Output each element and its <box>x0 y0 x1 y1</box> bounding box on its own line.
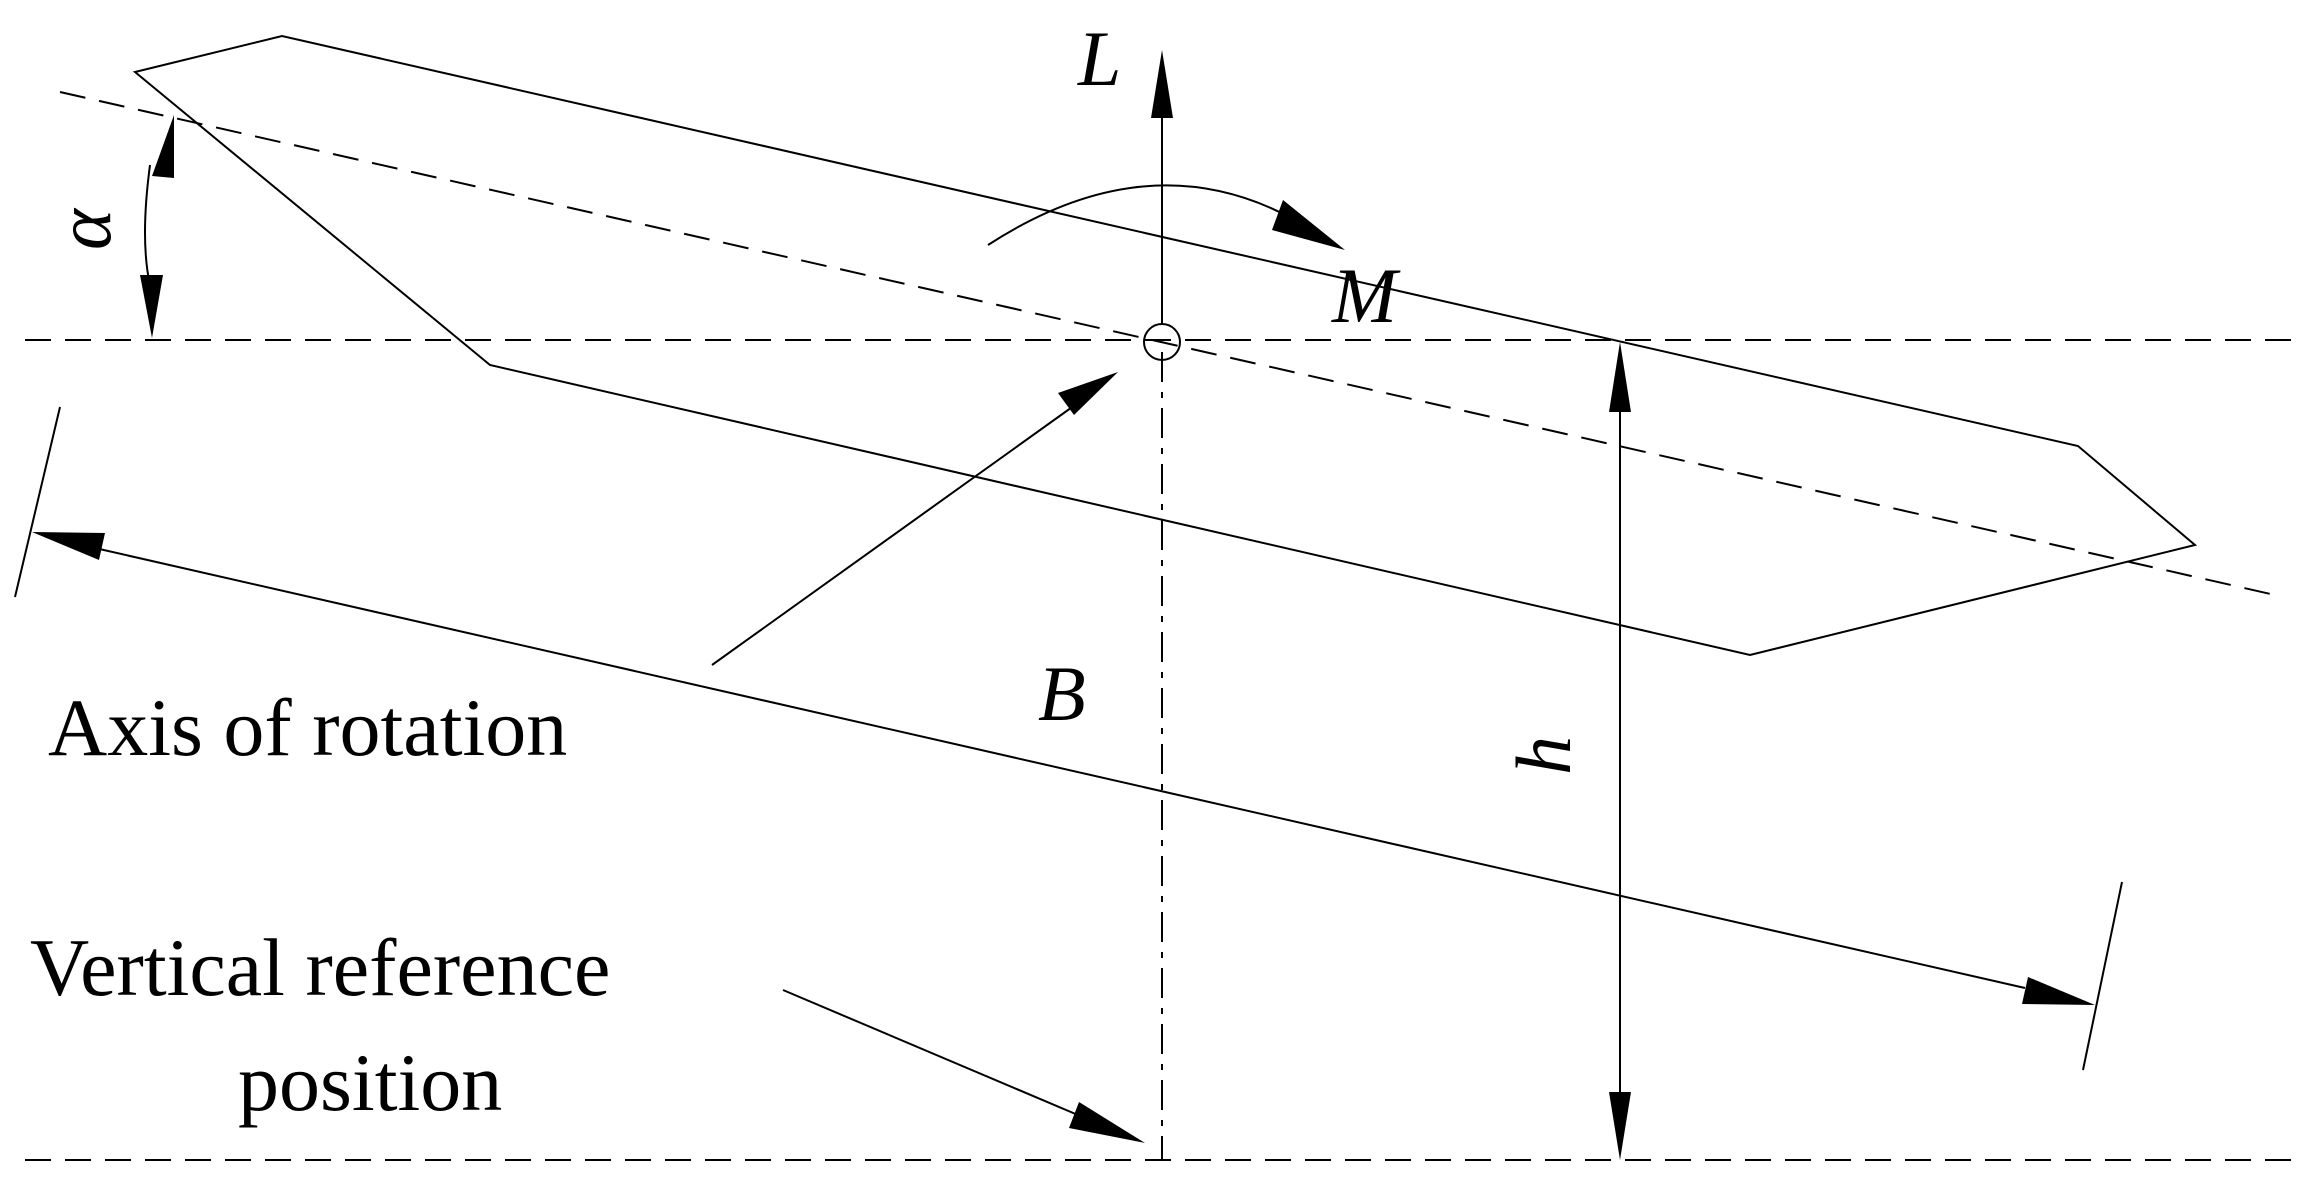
lift-symbol: L <box>1077 15 1121 102</box>
axis-label: Axis of rotation <box>48 682 567 773</box>
deck-section-outline <box>132 34 2198 657</box>
span-dimension <box>14 406 2123 1071</box>
lift-arrow <box>1151 50 1173 324</box>
angle-symbol: α <box>40 207 127 250</box>
angle-arrow <box>140 115 174 338</box>
height-symbol: h <box>1500 736 1587 775</box>
reference-label-line1: Vertical reference <box>30 922 610 1013</box>
chord-line <box>59 91 2276 596</box>
height-dimension <box>1609 342 1631 1160</box>
span-symbol: B <box>1038 650 1086 737</box>
axis-leader <box>711 372 1118 666</box>
reference-leader <box>782 989 1145 1143</box>
moment-symbol: M <box>1331 252 1401 339</box>
reference-label-line2: position <box>238 1037 502 1128</box>
moment-arrow <box>987 184 1345 250</box>
